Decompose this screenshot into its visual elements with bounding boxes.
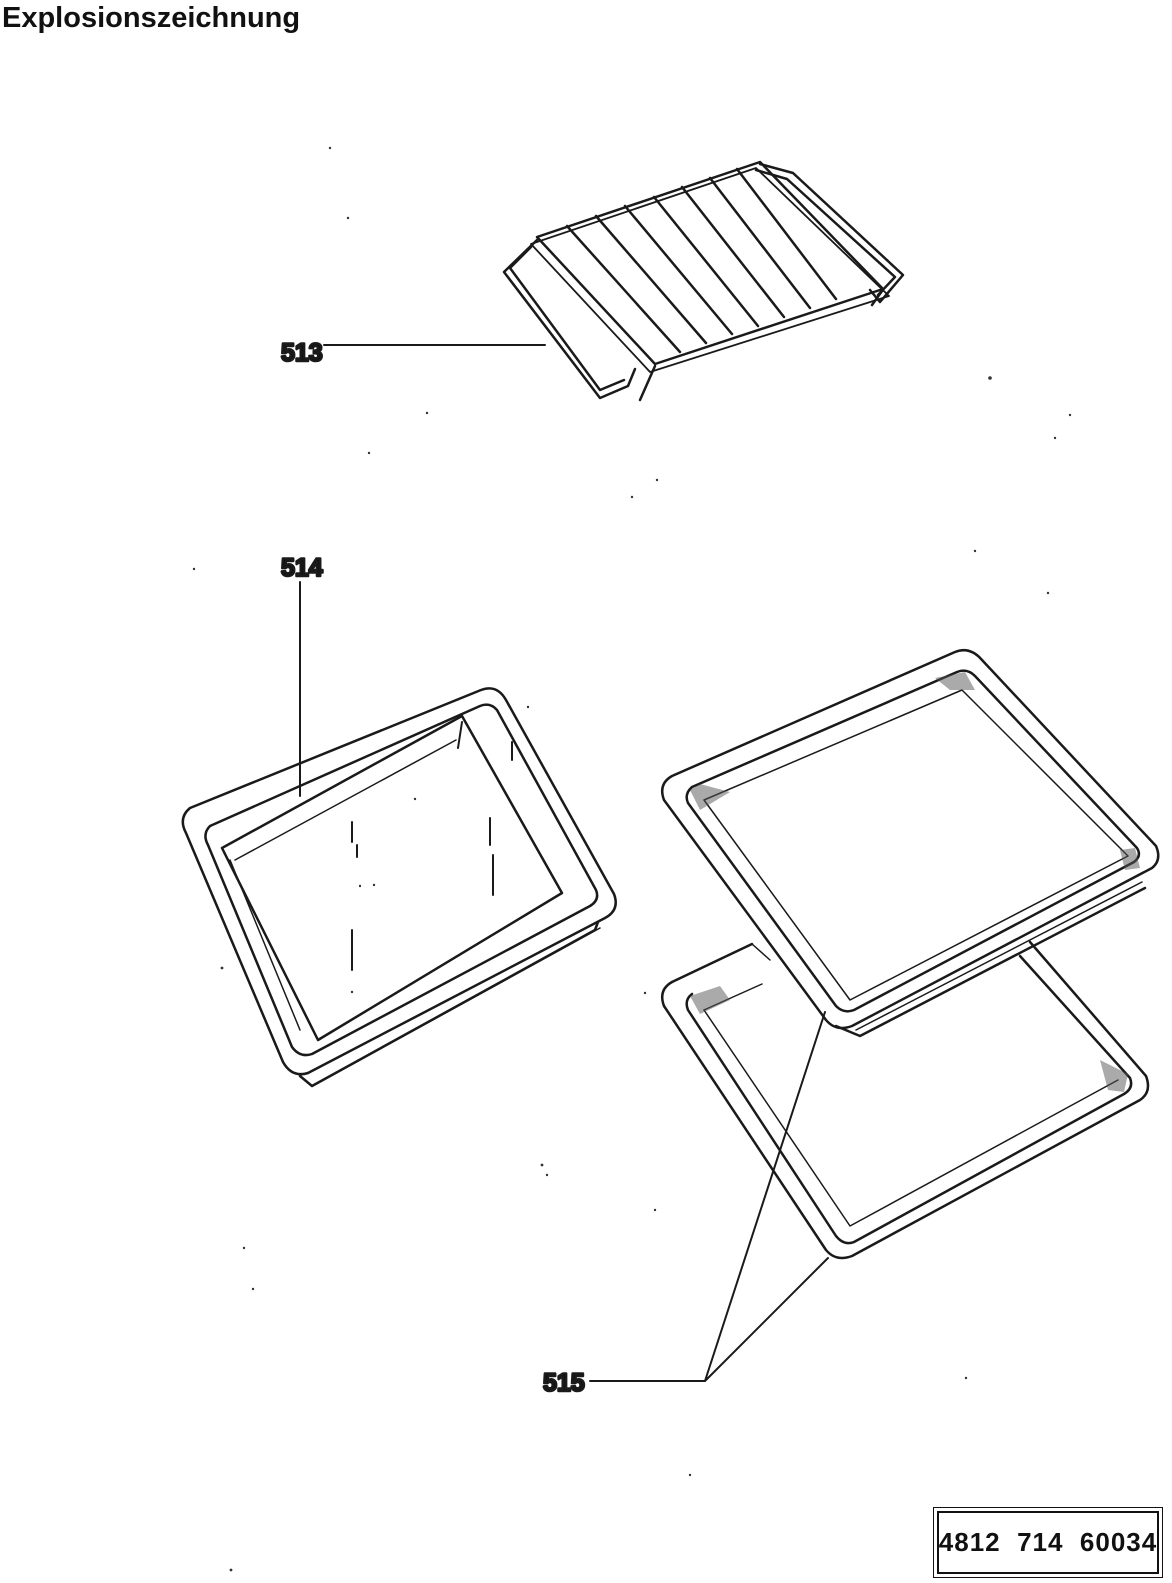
flat-tray-icon: [661, 649, 1160, 1260]
part-label-513: 513: [281, 339, 323, 367]
part-label-514: 514: [281, 554, 323, 582]
rack-icon: [502, 160, 905, 402]
page-title: Explosionszeichnung: [2, 2, 301, 34]
deep-tray-icon: [181, 687, 617, 1088]
part-label-515: 515: [543, 1369, 585, 1397]
leader-515: [589, 1011, 829, 1382]
scan-specks: [192, 146, 1072, 1572]
drawing-code: 4812 714 60034: [938, 1527, 1158, 1557]
leader-lines: [299, 344, 829, 1382]
drawing-code-box: 4812 714 60034: [933, 1507, 1163, 1578]
